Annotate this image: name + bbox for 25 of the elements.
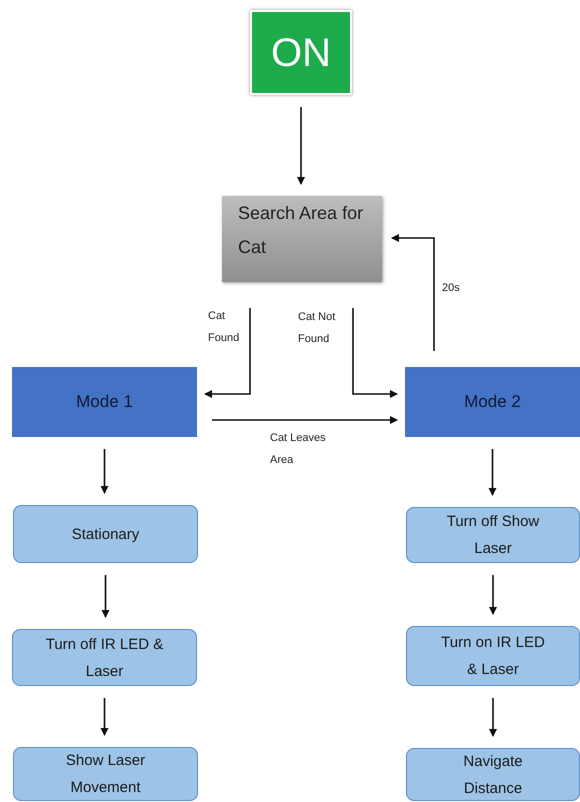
process-box: Search Area for Cat (222, 196, 382, 282)
edge-label: Cat Found (208, 309, 240, 346)
arrow (212, 416, 398, 424)
edge-label: 20s (442, 281, 461, 296)
arrow (102, 575, 110, 618)
arrow (297, 107, 305, 185)
arrow (489, 575, 497, 615)
arrow (100, 449, 108, 494)
mode-box: Mode 1 (12, 367, 197, 437)
arrow (391, 234, 435, 351)
mode-box: Mode 2 (405, 367, 580, 437)
step-box: Turn on IR LED & Laser (406, 626, 580, 686)
arrow (489, 698, 497, 737)
arrow (100, 698, 108, 736)
step-box: Navigate Distance (406, 748, 580, 801)
step-box: Stationary (13, 505, 198, 563)
start-box: ON (250, 10, 352, 95)
step-box: Turn off IR LED & Laser (12, 629, 197, 686)
arrow (352, 308, 398, 398)
step-box: Turn off Show Laser (406, 507, 580, 563)
arrow (204, 308, 251, 398)
edge-label: Cat Not Found (298, 310, 336, 347)
edge-label: Cat Leaves Area (270, 431, 327, 468)
step-box: Show Laser Movement (13, 747, 198, 801)
arrow (488, 449, 496, 496)
